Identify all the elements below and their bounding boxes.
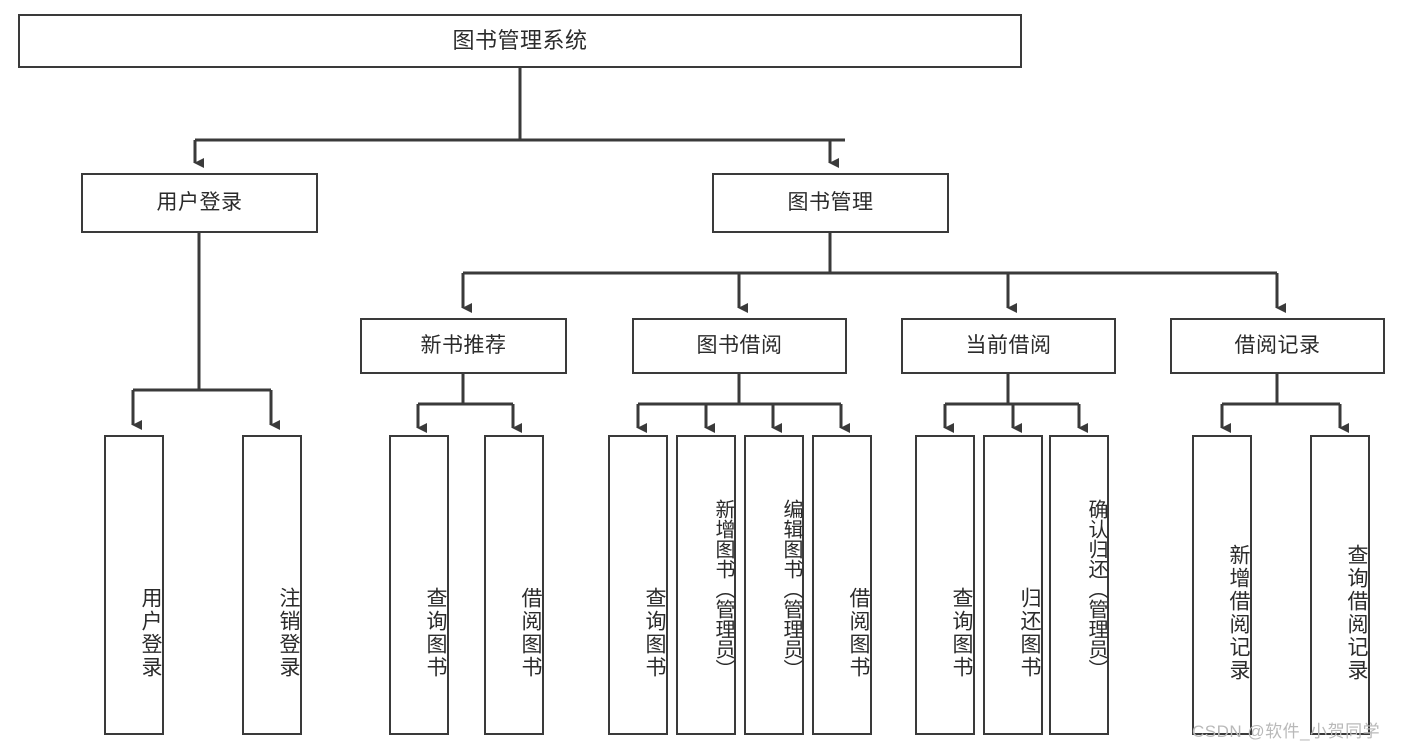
node-label: 新增借阅记录 (1227, 544, 1250, 682)
node-borrow-record[interactable]: 借阅记录 (1170, 318, 1385, 374)
node-label: 确认归还（管理员） (1085, 499, 1107, 679)
node-new-book-recommend[interactable]: 新书推荐 (360, 318, 567, 374)
watermark-text: CSDN @软件_小贺同学 (1192, 722, 1381, 741)
leaf-book-borrow-borrow-books[interactable]: 借阅图书 (812, 435, 872, 735)
node-label: 借阅图书 (519, 587, 542, 679)
node-label: 用户登录 (139, 587, 162, 679)
node-label: 注销登录 (277, 587, 300, 679)
node-book-management[interactable]: 图书管理 (712, 173, 949, 233)
node-current-borrow[interactable]: 当前借阅 (901, 318, 1116, 374)
leaf-user-login-login[interactable]: 用户登录 (104, 435, 164, 735)
leaf-book-borrow-add-book-admin[interactable]: 新增图书（管理员） (676, 435, 736, 735)
node-label: 图书借阅 (696, 334, 783, 358)
node-label: 新增图书（管理员） (712, 499, 734, 679)
leaf-current-borrow-query-books[interactable]: 查询图书 (915, 435, 975, 735)
leaf-borrow-record-add-record[interactable]: 新增借阅记录 (1192, 435, 1252, 735)
leaf-new-book-borrow-books[interactable]: 借阅图书 (484, 435, 544, 735)
node-root-book-management-system[interactable]: 图书管理系统 (18, 14, 1022, 68)
node-label: 新书推荐 (420, 334, 507, 358)
node-label: 归还图书 (1018, 587, 1041, 679)
node-label: 图书管理系统 (452, 27, 588, 53)
leaf-current-borrow-return-books[interactable]: 归还图书 (983, 435, 1043, 735)
node-label: 借阅记录 (1234, 334, 1321, 358)
leaf-new-book-query-books[interactable]: 查询图书 (389, 435, 449, 735)
node-label: 查询借阅记录 (1345, 544, 1368, 682)
leaf-borrow-record-query-record[interactable]: 查询借阅记录 (1310, 435, 1370, 735)
node-label: 编辑图书（管理员） (780, 499, 802, 679)
node-label: 查询图书 (643, 587, 666, 679)
node-label: 查询图书 (424, 587, 447, 679)
leaf-user-login-logout[interactable]: 注销登录 (242, 435, 302, 735)
node-label: 用户登录 (156, 191, 243, 215)
leaf-book-borrow-edit-book-admin[interactable]: 编辑图书（管理员） (744, 435, 804, 735)
leaf-current-borrow-confirm-return-admin[interactable]: 确认归还（管理员） (1049, 435, 1109, 735)
node-user-login[interactable]: 用户登录 (81, 173, 318, 233)
csdn-watermark: CSDN @软件_小贺同学 (1192, 717, 1380, 742)
node-label: 图书管理 (787, 191, 874, 215)
node-label: 当前借阅 (965, 334, 1052, 358)
node-label: 查询图书 (950, 587, 973, 679)
node-label: 借阅图书 (847, 587, 870, 679)
leaf-book-borrow-query-books[interactable]: 查询图书 (608, 435, 668, 735)
node-book-borrow[interactable]: 图书借阅 (632, 318, 847, 374)
